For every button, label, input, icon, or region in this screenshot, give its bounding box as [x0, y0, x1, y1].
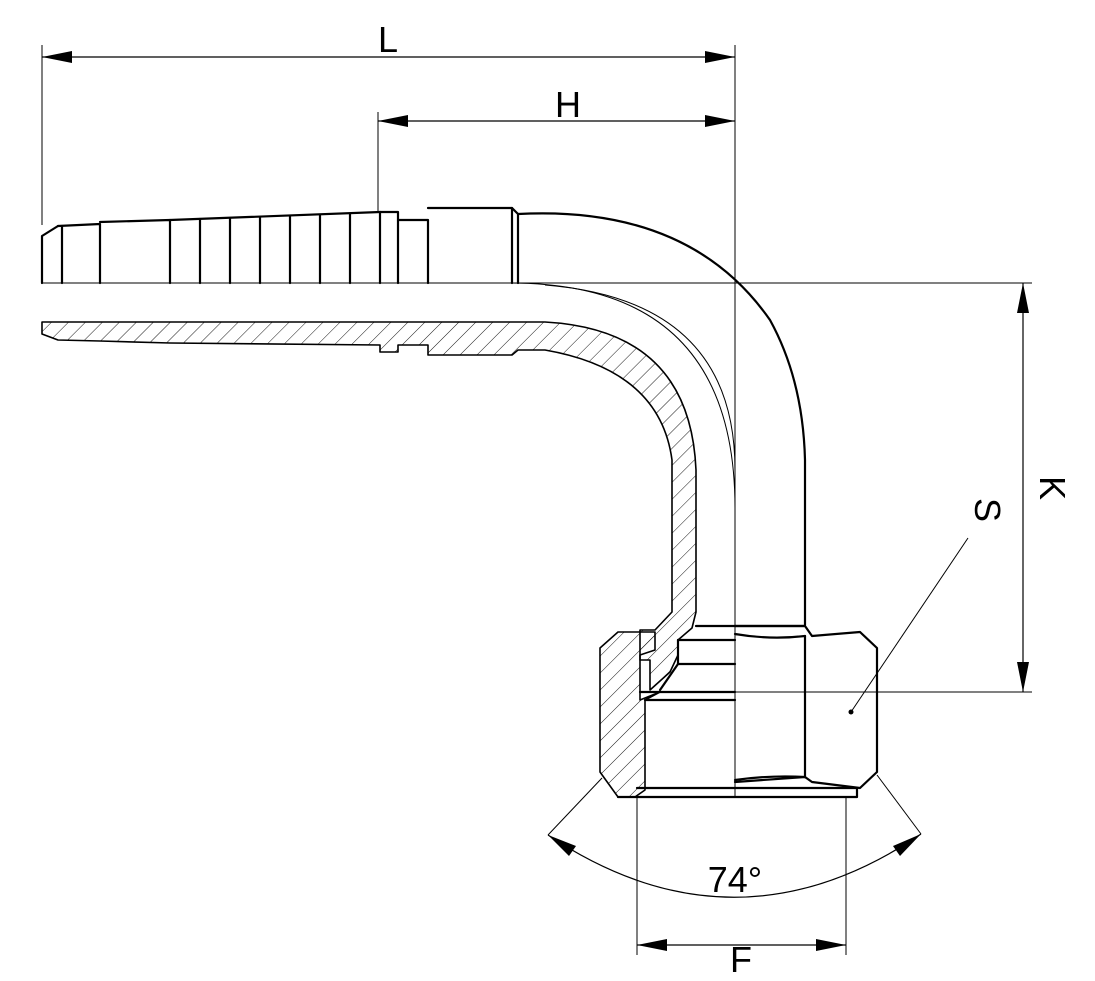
dimension-k-label: K	[1032, 476, 1073, 500]
dimension-f-label: F	[730, 939, 752, 980]
dimension-l-label: L	[378, 19, 398, 60]
dimension-h-label: H	[555, 84, 581, 125]
swivel-nut	[599, 624, 879, 799]
hose-tail-section	[41, 321, 697, 691]
leader-s-label: S	[967, 498, 1008, 522]
hose-tail	[40, 206, 520, 285]
leader-s: S	[848, 498, 1008, 715]
dimension-angle-label: 74°	[708, 859, 762, 900]
dimension-angle: 74°	[547, 774, 922, 900]
dimension-h: H	[377, 84, 735, 212]
dimension-k: K	[510, 282, 1073, 693]
dimension-f: F	[636, 796, 847, 980]
